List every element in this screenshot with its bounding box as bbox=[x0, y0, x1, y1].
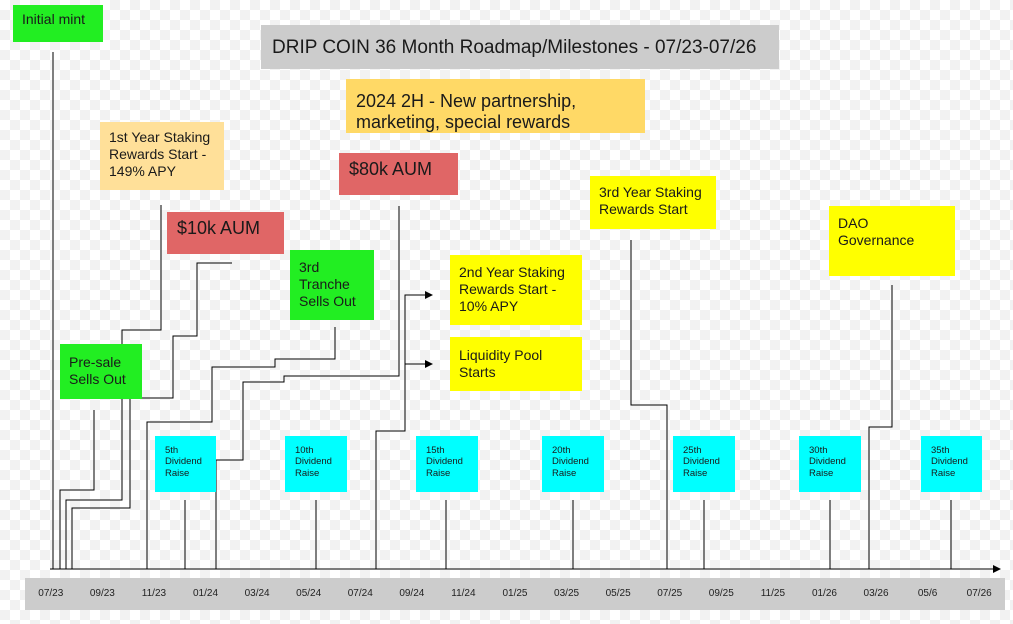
staking-year3-connector bbox=[630, 240, 668, 569]
milestone-presale: Pre-sale Sells Out bbox=[60, 344, 142, 399]
dividend-raise-box: 20th Dividend Raise bbox=[542, 436, 604, 492]
axis-tick-label: 03/25 bbox=[554, 588, 580, 599]
milestone-aum-80k: $80k AUM bbox=[339, 153, 458, 195]
axis-tick-label: 01/25 bbox=[502, 588, 528, 599]
timeline-axis-labels: 07/23 09/23 11/23 01/24 03/24 05/24 07/2… bbox=[25, 578, 1005, 610]
axis-tick-label: 03/24 bbox=[244, 588, 270, 599]
roadmap-title: DRIP COIN 36 Month Roadmap/Milestones - … bbox=[261, 25, 779, 69]
dividend-raise-box: 15th Dividend Raise bbox=[416, 436, 478, 492]
milestone-tranche3: 3rd Tranche Sells Out bbox=[290, 250, 374, 320]
axis-tick-label: 01/26 bbox=[811, 588, 837, 599]
axis-tick-label: 07/23 bbox=[38, 588, 64, 599]
presale-connector bbox=[59, 410, 95, 569]
milestone-initial-mint: Initial mint bbox=[13, 5, 103, 42]
staking-year1-connector bbox=[65, 205, 162, 569]
axis-tick-label: 11/24 bbox=[451, 588, 476, 599]
staking-year2-connector bbox=[375, 294, 411, 569]
axis-tick-label: 07/24 bbox=[347, 588, 373, 599]
dividend-raise-box: 5th Dividend Raise bbox=[155, 436, 216, 492]
axis-tick-label: 01/24 bbox=[193, 588, 219, 599]
milestone-staking-year1: 1st Year Staking Rewards Start - 149% AP… bbox=[100, 122, 224, 190]
axis-tick-label: 03/26 bbox=[863, 588, 889, 599]
milestone-staking-year2: 2nd Year Staking Rewards Start - 10% APY bbox=[450, 255, 582, 325]
milestone-liquidity-pool: Liquidity Pool Starts bbox=[450, 337, 582, 391]
milestone-aum-10k: $10k AUM bbox=[167, 212, 284, 254]
dividend-raise-box: 25th Dividend Raise bbox=[673, 436, 735, 492]
dividend-raise-box: 35th Dividend Raise bbox=[921, 436, 982, 492]
dao-connector bbox=[868, 285, 893, 569]
axis-tick-label: 07/26 bbox=[966, 588, 992, 599]
axis-tick-label: 09/25 bbox=[708, 588, 734, 599]
axis-tick-label: 09/23 bbox=[89, 588, 115, 599]
milestone-staking-year3: 3rd Year Staking Rewards Start bbox=[590, 176, 716, 229]
dividend-raise-box: 10th Dividend Raise bbox=[285, 436, 347, 492]
axis-tick-label: 05/6 bbox=[917, 588, 938, 599]
axis-tick-label: 05/25 bbox=[605, 588, 631, 599]
aum-80k-connector bbox=[215, 206, 400, 569]
axis-tick-label: 07/25 bbox=[657, 588, 683, 599]
dividend-raise-box: 30th Dividend Raise bbox=[799, 436, 861, 492]
milestone-2024-2h: 2024 2H - New partnership, marketing, sp… bbox=[346, 79, 645, 133]
axis-tick-label: 11/25 bbox=[760, 588, 786, 599]
axis-tick-label: 09/24 bbox=[399, 588, 425, 599]
axis-tick-label: 05/24 bbox=[296, 588, 322, 599]
axis-tick-label: 11/23 bbox=[141, 588, 167, 599]
aum-10k-connector bbox=[71, 262, 232, 569]
milestone-dao-governance: DAO Governance bbox=[829, 206, 955, 276]
tranche3-connector bbox=[146, 327, 336, 569]
